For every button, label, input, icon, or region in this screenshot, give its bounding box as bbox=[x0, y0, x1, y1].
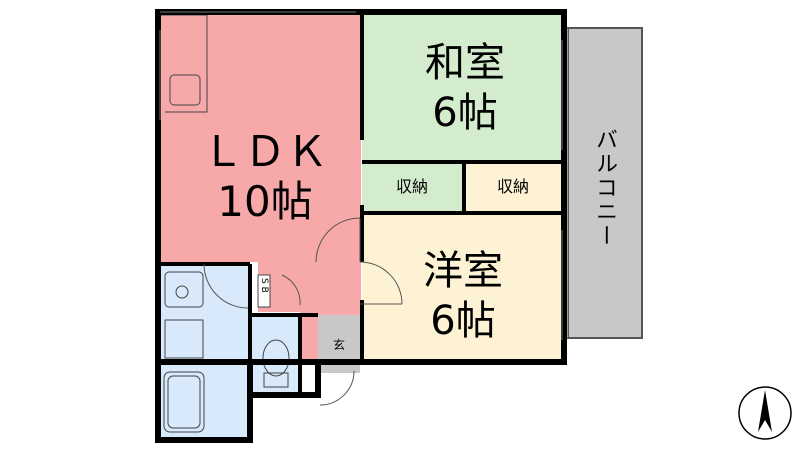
washitsu-name: 和室 bbox=[425, 40, 505, 86]
sink-icon bbox=[169, 74, 201, 106]
youshitsu-room bbox=[362, 215, 562, 360]
storage-right bbox=[465, 163, 562, 213]
youshitsu-name: 洋室 bbox=[423, 248, 503, 294]
washitsu-size: 6帖 bbox=[432, 90, 498, 136]
washing-machine-icon bbox=[164, 319, 204, 359]
washbasin-icon bbox=[164, 271, 204, 308]
north-arrow-icon bbox=[738, 386, 792, 440]
storage-left-label: 収納 bbox=[395, 177, 428, 196]
ldk-room bbox=[158, 12, 361, 262]
genkan-label: 玄 bbox=[332, 338, 345, 352]
toilet-icon bbox=[262, 339, 290, 377]
shoebox-label: S B bbox=[259, 278, 269, 293]
washitsu-room bbox=[362, 12, 562, 160]
balcony-area bbox=[567, 27, 643, 339]
youshitsu-size: 6帖 bbox=[430, 298, 496, 344]
bathtub-icon bbox=[163, 371, 205, 433]
balcony-label: バルコニー bbox=[592, 128, 617, 248]
ldk-name: ＬＤＫ bbox=[201, 127, 328, 176]
storage-left bbox=[362, 163, 462, 213]
ldk-size: 10帖 bbox=[217, 177, 313, 226]
toilet-room bbox=[252, 315, 302, 395]
storage-right-label: 収納 bbox=[496, 177, 529, 196]
